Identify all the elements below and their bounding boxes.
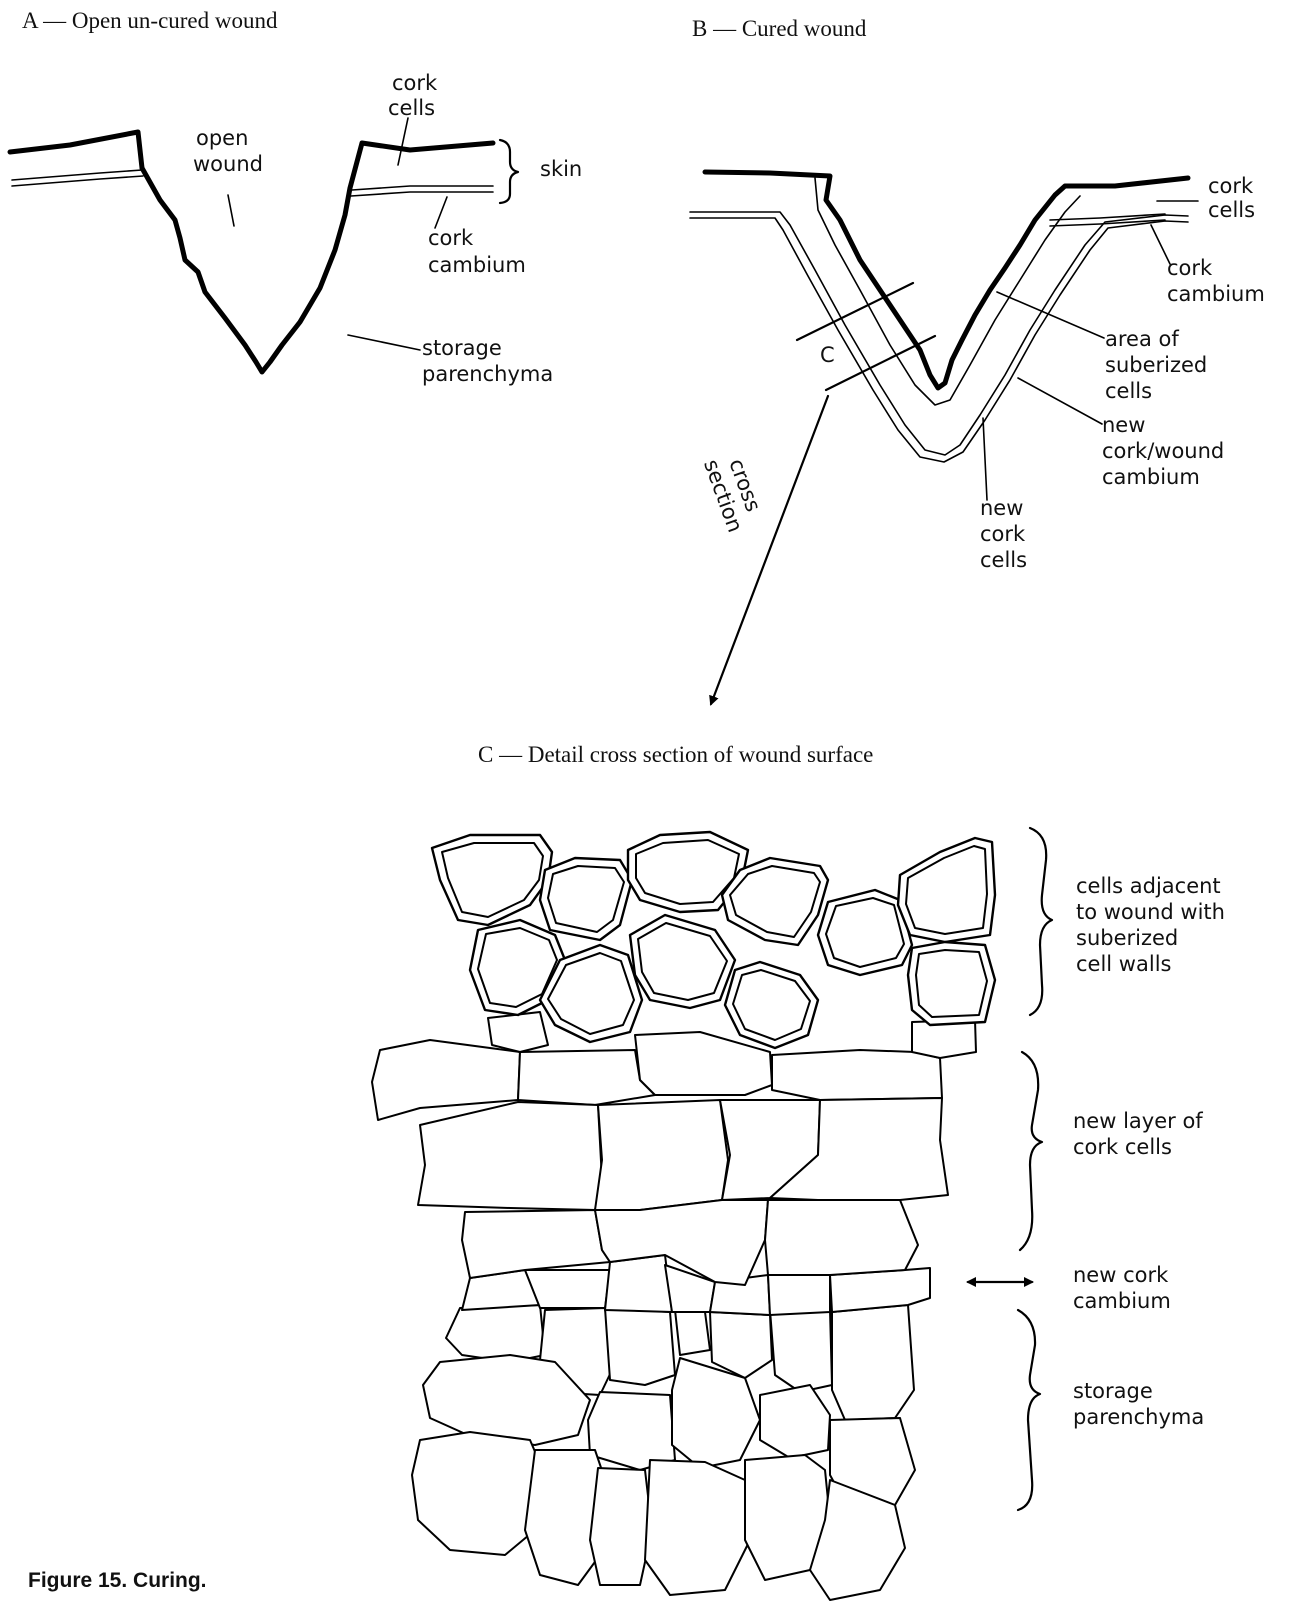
panel-c-new-layer-label: new layer of cork cells [1073,1109,1209,1159]
cambium-cell [605,1255,672,1312]
panel-c-cambium-label: new cork cambium [1073,1263,1175,1313]
panel-a-skin-surface-left [10,132,142,168]
suberized-cell [725,962,818,1048]
panel-c-storage-label: storage parenchyma [1073,1379,1204,1429]
cork-cell [518,1050,655,1105]
cork-cell [462,1210,610,1278]
storage-cell [710,1312,772,1378]
panel-b-new-cork-pointer [983,418,987,500]
new-cork-layer-cells [372,1012,976,1285]
cambium-cell [525,1270,610,1308]
cork-cell [595,1100,728,1210]
storage-cell [588,1392,675,1470]
panel-a-skin-label: skin [540,157,582,181]
panel-c-suberized-label: cells adjacent to wound with suberized c… [1076,874,1232,976]
panel-a-cork-cambium-pointer [435,197,447,228]
storage-cell [605,1308,675,1385]
storage-cell [645,1460,750,1595]
suberized-cell [908,942,995,1025]
cork-cell [418,1102,602,1210]
cross-section-label: cross section [699,448,770,535]
panel-a: A — Open un-cured wound open wound cork … [10,8,582,386]
suberized-cell [630,915,735,1008]
panel-a-cork-cells-label: cork cells [388,71,444,120]
panel-b-wound-cambium-label: new cork/wound cambium [1102,413,1231,489]
panel-c: C — Detail cross section of wound surfac… [372,742,1232,1600]
cork-cell [765,1200,918,1275]
storage-cell [760,1385,830,1458]
storage-cell [590,1468,652,1585]
suberized-cell [432,835,552,925]
panel-a-open-wound-label: open wound [193,126,263,176]
panel-b-suberized-pointer [997,292,1104,338]
cork-cell [772,1050,942,1100]
panel-a-storage-label: storage parenchyma [422,336,553,386]
panel-b-cork-cells-label: cork cells [1208,174,1260,222]
cambium-cell [768,1275,830,1315]
brace-new-layer [1020,1052,1042,1250]
panel-b-wound-cambium-pointer [1018,378,1102,424]
panel-a-cork-cambium-label: cork cambium [428,226,526,277]
panel-b-cork-cambium-right [1050,214,1165,226]
cork-cell [635,1032,772,1095]
panel-a-cork-cambium-right [351,186,493,196]
suberized-cell [898,838,995,942]
panel-a-cork-cells-pointer [398,118,408,165]
panel-b-cork-cambium-label: cork cambium [1167,256,1265,306]
figure-caption: Figure 15. Curing. [28,1569,207,1592]
panel-c-title: C — Detail cross section of wound surfac… [478,742,873,767]
storage-cell [770,1310,832,1392]
panel-b-section-marker: C [820,343,835,367]
brace-suberized [1030,828,1052,1015]
cork-cell [488,1012,548,1052]
panel-a-storage-pointer [348,335,420,350]
panel-b: B — Cured wound cork cells cork cambium … [690,16,1265,704]
panel-b-suberized-label: area of suberized cells [1105,327,1214,403]
storage-cell [675,1310,710,1355]
brace-storage [1018,1310,1040,1510]
panel-b-section-line-lower [826,336,935,390]
storage-cell [412,1432,545,1555]
panel-b-new-cork-label: new cork cells [980,496,1032,572]
cross-section-arrow [711,396,828,704]
cork-cell [912,1020,976,1058]
suberized-cell [540,858,632,940]
panel-a-title: A — Open un-cured wound [22,8,278,33]
panel-a-cork-cambium-left [12,170,143,186]
storage-parenchyma-cells [412,1305,915,1600]
panel-a-open-wound-pointer [228,195,234,226]
suberized-cell [722,858,828,945]
storage-cell [832,1305,914,1420]
suberized-cells [432,832,995,1048]
storage-cell [446,1305,545,1362]
panel-b-title: B — Cured wound [692,16,867,41]
panel-a-skin-brace [500,140,518,203]
